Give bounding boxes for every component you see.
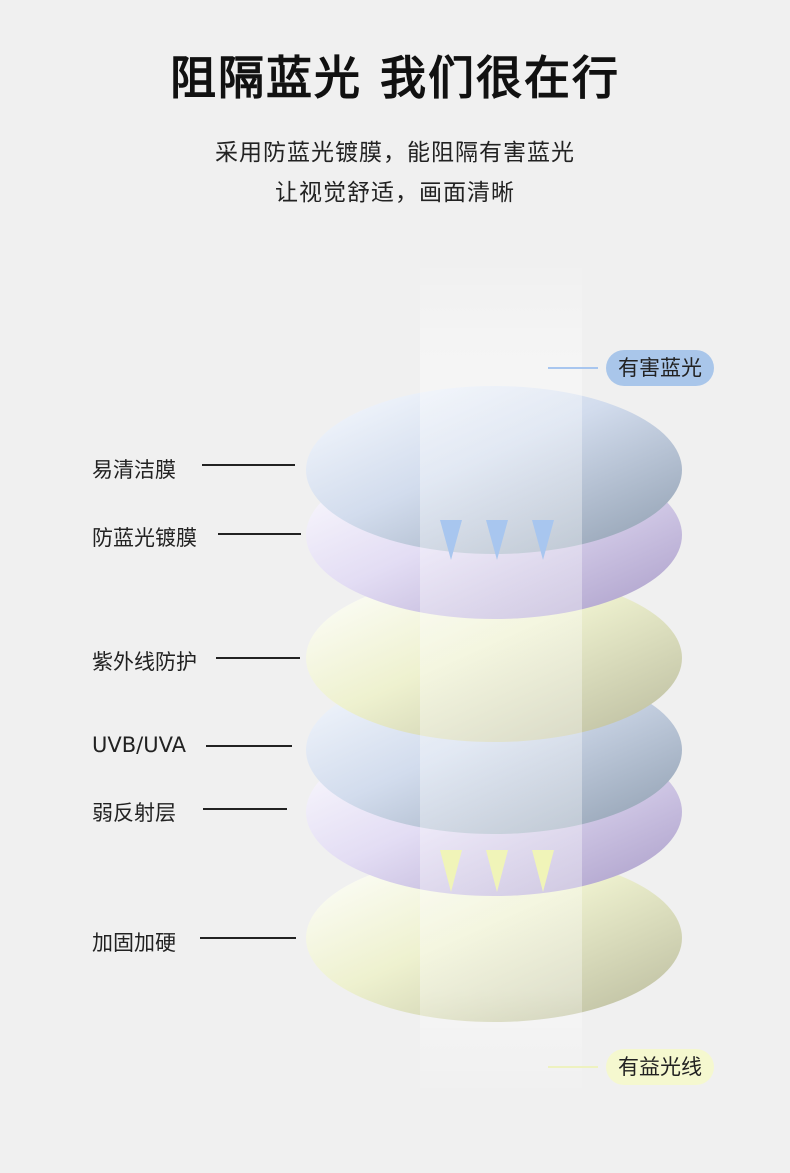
- pill-connector-line: [548, 367, 598, 369]
- subtitle-line-1: 采用防蓝光镀膜，能阻隔有害蓝光: [215, 140, 575, 166]
- pill-connector-line: [548, 1066, 598, 1068]
- beneficial-light-badge: 有益光线: [606, 1049, 714, 1085]
- layer-label-hardening: 加固加硬: [92, 931, 176, 955]
- down-arrow-icon: [486, 850, 508, 892]
- down-arrow-icon: [532, 850, 554, 892]
- leader-line: [200, 937, 296, 939]
- leader-line: [203, 808, 287, 810]
- leader-line: [206, 745, 292, 747]
- down-arrow-icon: [440, 520, 462, 560]
- light-beam: [420, 268, 582, 1088]
- down-arrow-icon: [486, 520, 508, 560]
- layer-label-anti-blue: 防蓝光镀膜: [92, 526, 197, 550]
- light-rays: [450, 305, 544, 1082]
- harmful-light-arrows: [440, 520, 554, 560]
- page-title: 阻隔蓝光 我们很在行: [169, 51, 620, 105]
- beneficial-light-arrows: [440, 850, 554, 892]
- leader-line: [218, 533, 301, 535]
- layer-label-uvb-uva: UVB/UVA: [92, 733, 186, 757]
- leader-line: [216, 657, 300, 659]
- down-arrow-icon: [532, 520, 554, 560]
- subtitle-line-2: 让视觉舒适，画面清晰: [275, 180, 515, 206]
- leader-line: [202, 464, 295, 466]
- layer-label-easy-clean: 易清洁膜: [92, 458, 176, 482]
- layer-label-uv-protection: 紫外线防护: [92, 650, 197, 674]
- layer-label-anti-reflection: 弱反射层: [92, 801, 176, 825]
- harmful-blue-light-badge: 有害蓝光: [606, 350, 714, 386]
- down-arrow-icon: [440, 850, 462, 892]
